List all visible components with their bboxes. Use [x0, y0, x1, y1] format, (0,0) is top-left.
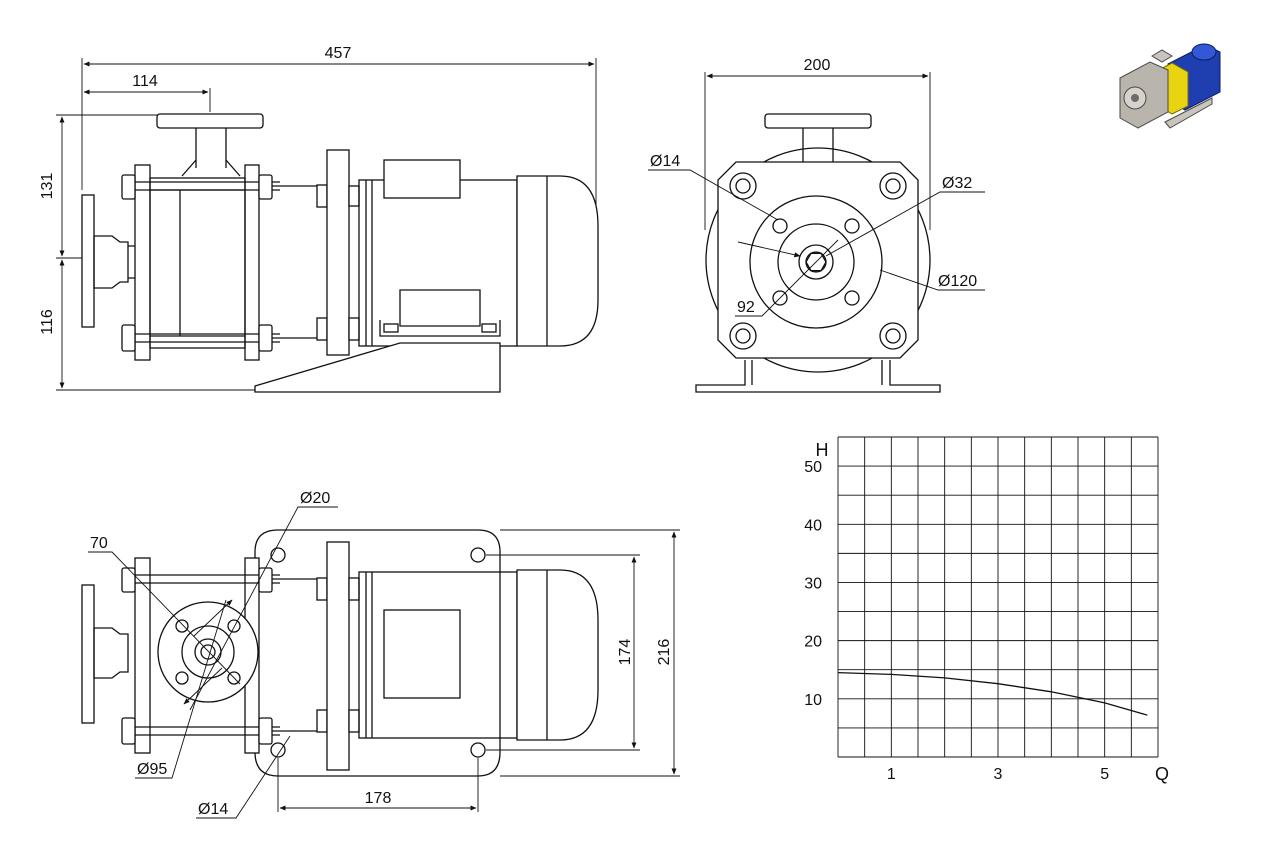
chart-tick-labels: 1 3 5 10 20 30 40 50	[804, 459, 1109, 783]
dim-base-hole-dia: Ø14	[198, 801, 228, 818]
chart-grid	[837, 436, 1159, 758]
dim-hole-spacing-width: 174	[617, 639, 634, 666]
chart-y-tick-label: 10	[804, 692, 822, 709]
chart-x-tick-label: 3	[994, 766, 1003, 783]
dim-end-pcd: 92	[737, 299, 755, 316]
side-view: 457 114 131 116	[39, 45, 599, 393]
dim-outlet-offset: 114	[132, 73, 158, 90]
chart-y-tick-label: 40	[804, 517, 822, 534]
dim-suction-dia: Ø20	[300, 490, 330, 507]
chart-x-axis-label: Q	[1155, 764, 1169, 784]
dim-plan-pcd: 70	[90, 535, 108, 552]
chart-y-tick-label: 20	[804, 634, 822, 651]
plan-view: 178 174 216 Ø20 70 Ø95 Ø14	[81, 490, 680, 819]
dim-height-upper: 131	[39, 173, 56, 200]
chart-x-tick-label: 1	[887, 766, 896, 783]
chart-series-curve	[837, 671, 1148, 716]
dim-hole-spacing-length: 178	[365, 790, 392, 807]
dim-shaft-dia: Ø32	[942, 175, 972, 192]
corner-nuts	[729, 172, 907, 350]
dim-flange-dia: Ø120	[938, 273, 977, 290]
dim-end-width: 200	[804, 57, 831, 74]
chart-y-tick-label: 30	[804, 575, 822, 592]
pump-3d-render-icon	[1119, 43, 1221, 129]
dim-end-hole-dia: Ø14	[650, 153, 680, 170]
dim-overall-length: 457	[325, 45, 352, 62]
performance-chart: 1 3 5 10 20 30 40 50 H Q	[804, 436, 1169, 784]
dim-base-width: 216	[656, 639, 673, 666]
chart-y-tick-label: 50	[804, 459, 822, 476]
chart-y-axis-label: H	[816, 440, 829, 460]
discharge-flange	[156, 113, 264, 129]
dim-height-lower: 116	[39, 309, 56, 335]
chart-x-tick-label: 5	[1100, 766, 1109, 783]
dim-plan-flange-dia: Ø95	[137, 761, 167, 778]
end-view: 200 Ø14 Ø32 Ø120	[648, 57, 985, 393]
suction-flange	[81, 194, 95, 328]
